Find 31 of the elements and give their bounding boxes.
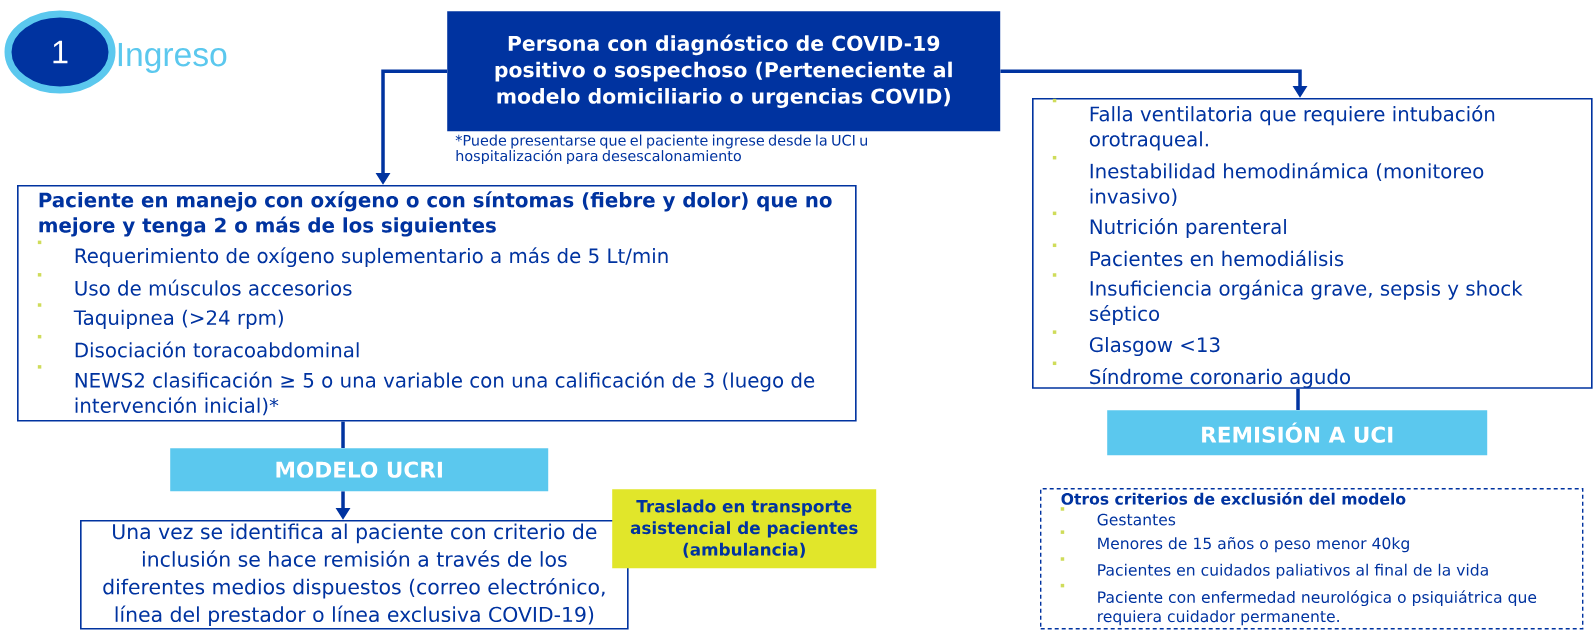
bullet-item: Pacientes en cuidados paliativos al final de la vida [1060,557,1488,579]
bullet-item: NEWS2 clasificación ≥ 5 o una variable con una calificación de 3 (luego de intervención inicial)* [37,365,815,416]
step-badge: 1 [4,10,116,94]
bullet-item: Inestabilidad hemodinámica (monitoreo invasivo) [1052,155,1484,207]
box-heading: Otros criterios de exclusión del modelo [1061,492,1406,505]
bullet-item: Insuficiencia orgánica grave, sepsis y shock séptico [1052,273,1523,325]
bullet-item: Requerimiento de oxígeno suplementario a más de 5 Lt/min [37,240,668,268]
bullet-item: Falla ventilatoria que requiere intubación orotraqueal. [1052,98,1495,151]
bullet-item: Síndrome coronario agudo [1052,361,1350,388]
criteria-box [17,185,857,422]
criteria-box [1032,98,1593,389]
model-box: MODELO UCRI [170,448,549,492]
footnote-text: *Puede presentarse que el paciente ingrese desde la UCI u hospitalización para desescalonamiento [455,134,867,165]
connector-line [1296,388,1300,410]
bullet-item: Menores de 15 años o peso menor 40kg [1060,530,1409,553]
start-box: Persona con diagnóstico de COVID-19 positivo o sospechoso (Perteneciente al modelo domiciliario o urgencias COVID) [447,11,1001,132]
bullet-item: Taquipnea (>24 rpm) [37,303,283,329]
referral-box: REMISIÓN A UCI [1107,410,1488,456]
bullet-item: Gestantes [1060,507,1176,526]
bullet-item: Uso de músculos accesorios [37,273,352,296]
bullet-item: Paciente con enfermedad neurológica o psiquiátrica que requiera cuidador permanente. [1060,583,1537,626]
connector-line [341,421,345,448]
exclusion-box [1040,488,1584,630]
bullet-item: Disociación toracoabdominal [37,334,359,358]
transport-box: Traslado en transporte asistencial de pacientes (ambulancia) [612,489,877,569]
box-heading: Paciente en manejo con oxígeno o con síntomas (fiebre y dolor) que no mejore y tenga 2 o más de los siguientes [39,191,832,237]
process-box: Una vez se identifica al paciente con criterio de inclusión se hace remisión a través de los diferentes medios dispuestos (correo electrónico, línea del prestador o línea exclusiva COVID-19) [80,520,629,630]
step-title: Ingreso [118,42,227,74]
bullet-item: Glasgow <13 [1052,330,1220,357]
bullet-item: Pacientes en hemodiálisis [1052,243,1344,267]
bullet-item: Nutrición parenteral [1052,211,1286,239]
